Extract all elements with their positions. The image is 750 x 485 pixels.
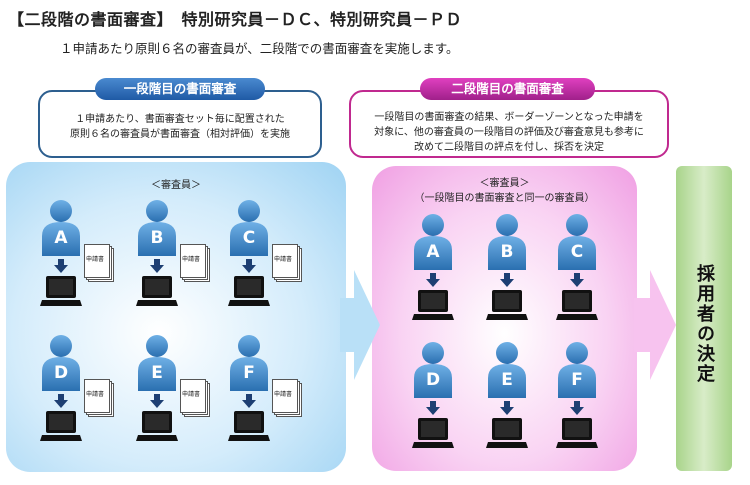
flow-arrow-icon xyxy=(634,270,676,380)
laptop-icon xyxy=(412,416,454,450)
stage2-label: 二段階目の書面審査 xyxy=(420,78,595,100)
document-label: 申請書 xyxy=(86,256,105,263)
arrow-down-icon xyxy=(54,393,68,408)
laptop-icon xyxy=(556,416,598,450)
arrow-down-icon xyxy=(54,258,68,273)
stage1-caption: ＜審査員＞ xyxy=(151,180,201,191)
reviewer-f: F 申請書 xyxy=(228,333,302,453)
laptop-icon xyxy=(40,274,82,308)
document-label: 申請書 xyxy=(182,256,201,263)
application-document-icon: 申請書 xyxy=(180,244,210,282)
person-icon xyxy=(136,333,178,391)
document-label: 申請書 xyxy=(182,391,201,398)
application-document-icon: 申請書 xyxy=(84,379,114,417)
reviewer-d: D xyxy=(412,340,482,460)
flow-arrow-icon xyxy=(340,270,380,380)
arrow-down-icon xyxy=(242,393,256,408)
reviewer-d: D 申請書 xyxy=(40,333,114,453)
laptop-icon xyxy=(40,409,82,443)
reviewer-letter: B xyxy=(500,242,514,262)
laptop-icon xyxy=(136,274,178,308)
laptop-icon xyxy=(486,416,528,450)
reviewer-letter: C xyxy=(242,228,256,248)
stage1-description: １申請あたり、書面審査セット毎に配置された 原則６名の審査員が書面審査（相対評価… xyxy=(38,90,322,158)
stage2-description: 一段階目の書面審査の結果、ボーダーゾーンとなった申請を 対象に、他の審査員の一段… xyxy=(349,90,669,158)
laptop-icon xyxy=(486,288,528,322)
person-icon xyxy=(412,212,454,270)
reviewer-f: F xyxy=(556,340,626,460)
final-decision-label: 採用者の決定 xyxy=(694,264,715,384)
arrow-down-icon xyxy=(500,400,514,415)
reviewer-letter: E xyxy=(501,370,513,390)
person-icon xyxy=(136,198,178,256)
person-icon xyxy=(486,212,528,270)
application-document-icon: 申請書 xyxy=(180,379,210,417)
person-icon xyxy=(556,212,598,270)
stage2-caption: ＜審査員＞ （一段階目の書面審査と同一の審査員） xyxy=(414,178,595,204)
reviewer-letter: A xyxy=(426,242,440,262)
arrow-down-icon xyxy=(242,258,256,273)
person-icon xyxy=(556,340,598,398)
arrow-down-icon xyxy=(500,272,514,287)
reviewer-a: A xyxy=(412,212,482,332)
application-document-icon: 申請書 xyxy=(272,379,302,417)
reviewer-letter: D xyxy=(53,363,69,383)
reviewer-c: C 申請書 xyxy=(228,198,302,318)
person-icon xyxy=(412,340,454,398)
reviewer-e: E xyxy=(486,340,556,460)
arrow-down-icon xyxy=(570,400,584,415)
person-icon xyxy=(228,198,270,256)
person-icon xyxy=(40,198,82,256)
reviewer-b: B xyxy=(486,212,556,332)
reviewer-c: C xyxy=(556,212,626,332)
laptop-icon xyxy=(136,409,178,443)
document-label: 申請書 xyxy=(274,391,293,398)
reviewer-e: E 申請書 xyxy=(136,333,210,453)
reviewer-letter: E xyxy=(151,363,163,383)
laptop-icon xyxy=(228,274,270,308)
stage1-label: 一段階目の書面審査 xyxy=(95,78,265,100)
page-subtitle: １申請あたり原則６名の審査員が、二段階での書面審査を実施します。 xyxy=(60,41,459,56)
application-document-icon: 申請書 xyxy=(272,244,302,282)
reviewer-letter: A xyxy=(54,228,68,248)
laptop-icon xyxy=(228,409,270,443)
arrow-down-icon xyxy=(426,272,440,287)
reviewer-letter: F xyxy=(571,370,583,390)
document-label: 申請書 xyxy=(86,391,105,398)
document-label: 申請書 xyxy=(274,256,293,263)
arrow-down-icon xyxy=(150,258,164,273)
arrow-down-icon xyxy=(570,272,584,287)
person-icon xyxy=(40,333,82,391)
person-icon xyxy=(486,340,528,398)
reviewer-letter: F xyxy=(243,363,255,383)
arrow-down-icon xyxy=(150,393,164,408)
laptop-icon xyxy=(412,288,454,322)
person-icon xyxy=(228,333,270,391)
arrow-down-icon xyxy=(426,400,440,415)
reviewer-letter: D xyxy=(425,370,441,390)
final-decision-box: 採用者の決定 xyxy=(676,166,732,471)
page-title: 【二段階の書面審査】 特別研究員－ＤＣ、特別研究員－ＰＤ xyxy=(8,10,463,29)
reviewer-b: B 申請書 xyxy=(136,198,210,318)
reviewer-a: A 申請書 xyxy=(40,198,114,318)
reviewer-letter: B xyxy=(150,228,164,248)
application-document-icon: 申請書 xyxy=(84,244,114,282)
reviewer-letter: C xyxy=(570,242,584,262)
laptop-icon xyxy=(556,288,598,322)
